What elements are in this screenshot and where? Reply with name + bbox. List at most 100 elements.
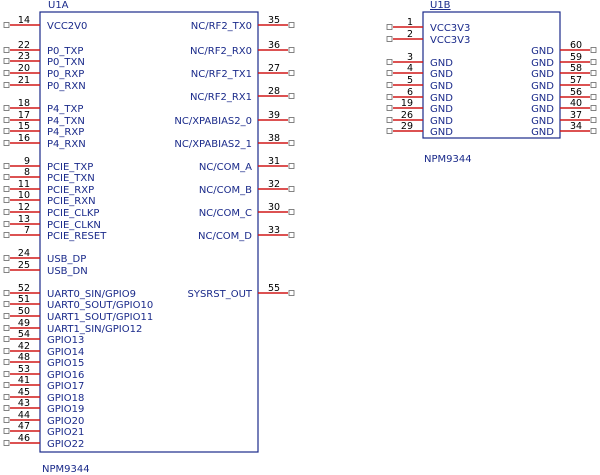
pin-terminal[interactable] (288, 22, 295, 28)
pin-terminal[interactable] (590, 117, 597, 123)
pin-terminal[interactable] (3, 382, 10, 388)
pin-terminal[interactable] (3, 22, 10, 28)
pin-terminal[interactable] (3, 313, 10, 319)
pin-terminal[interactable] (386, 36, 393, 42)
pin-terminal[interactable] (3, 428, 10, 434)
pin-terminal[interactable] (3, 417, 10, 423)
u1b-symbol[interactable]: U1B NPM9344 1VCC3V32VCC3V33GND4GND5GND6G… (386, 0, 597, 165)
pin-terminal[interactable] (3, 348, 10, 354)
pin-terminal[interactable] (3, 163, 10, 169)
pin-terminal[interactable] (288, 140, 295, 146)
pin-terminal[interactable] (386, 82, 393, 88)
pin-terminal[interactable] (3, 209, 10, 215)
pin-terminal[interactable] (3, 255, 10, 261)
pin-terminal[interactable] (288, 117, 295, 123)
pin-terminal[interactable] (386, 105, 393, 111)
pin-terminal[interactable] (3, 70, 10, 76)
u1a-symbol[interactable]: U1A NPM9344 14VCC2V022P0_TXP23P0_TXN20P0… (3, 0, 295, 475)
pin-terminal[interactable] (3, 405, 10, 411)
pin-terminal[interactable] (3, 105, 10, 111)
pin-terminal[interactable] (590, 94, 597, 100)
pin-terminal[interactable] (3, 359, 10, 365)
pin-terminal[interactable] (3, 58, 10, 64)
pin-terminal[interactable] (590, 105, 597, 111)
pin-terminal[interactable] (3, 140, 10, 146)
pin-terminal[interactable] (590, 128, 597, 134)
pin-terminal[interactable] (590, 70, 597, 76)
pin-terminal[interactable] (386, 128, 393, 134)
pin-terminal[interactable] (3, 186, 10, 192)
pin-terminal[interactable] (3, 82, 10, 88)
pin-terminal[interactable] (386, 94, 393, 100)
pin-terminal[interactable] (3, 117, 10, 123)
pin-terminal[interactable] (288, 186, 295, 192)
pin-terminal[interactable] (3, 325, 10, 331)
pin-terminal[interactable] (3, 128, 10, 134)
pin-terminal[interactable] (288, 290, 295, 296)
pin-terminal[interactable] (386, 24, 393, 30)
pin-terminal[interactable] (288, 163, 295, 169)
pin-terminal[interactable] (590, 82, 597, 88)
pin-terminal[interactable] (3, 232, 10, 238)
pin-terminal[interactable] (590, 59, 597, 65)
pin-terminal[interactable] (288, 93, 295, 99)
pin-terminal[interactable] (3, 336, 10, 342)
pin-terminal[interactable] (3, 47, 10, 53)
pin-terminal[interactable] (386, 70, 393, 76)
pin-terminal[interactable] (3, 301, 10, 307)
pin-terminal[interactable] (3, 371, 10, 377)
pin-terminal[interactable] (288, 47, 295, 53)
pin-terminal[interactable] (3, 394, 10, 400)
pin-terminal[interactable] (3, 174, 10, 180)
